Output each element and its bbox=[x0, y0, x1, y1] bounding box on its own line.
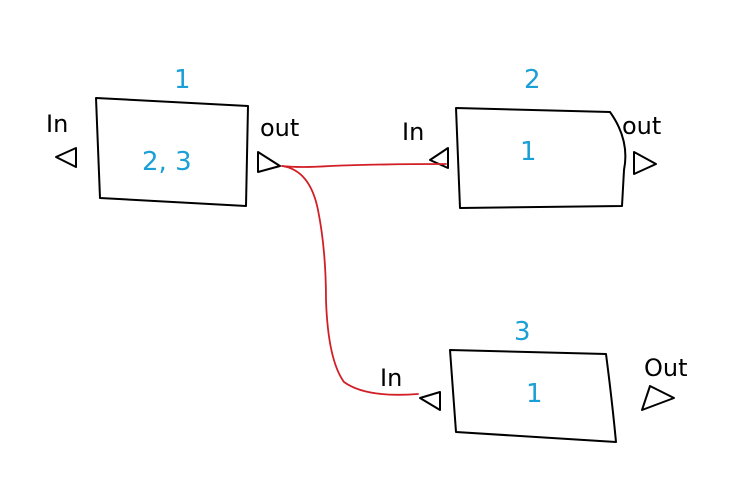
node-1-in-label: In bbox=[46, 110, 68, 138]
node-2-id-label: 2 bbox=[524, 65, 541, 95]
node-2-out-port-icon[interactable] bbox=[633, 151, 657, 175]
node-3-content-label: 1 bbox=[526, 379, 543, 409]
node-3-box bbox=[449, 349, 617, 443]
node-1-out-label: out bbox=[260, 114, 299, 142]
node-2-in-label: In bbox=[402, 118, 424, 146]
node-1-box bbox=[95, 97, 249, 207]
node-1-content-label: 2, 3 bbox=[142, 147, 192, 177]
node-3-in-label: In bbox=[380, 364, 402, 392]
node-3-out-port-icon[interactable] bbox=[641, 385, 675, 411]
connection-1-out-to-2-in[interactable] bbox=[281, 163, 447, 168]
node-1-out-port-icon[interactable] bbox=[257, 151, 281, 173]
connection-1-out-to-3-in[interactable] bbox=[281, 165, 419, 396]
node-1-in-port-icon[interactable] bbox=[55, 147, 77, 168]
node-1[interactable]: 1 2, 3 In out bbox=[46, 65, 299, 207]
node-3[interactable]: 3 1 In Out bbox=[380, 317, 688, 443]
node-2[interactable]: 2 1 In out bbox=[402, 65, 661, 209]
node-2-in-port-icon[interactable] bbox=[429, 147, 449, 169]
node-2-content-label: 1 bbox=[520, 137, 537, 167]
node-3-in-port-icon[interactable] bbox=[419, 391, 441, 411]
node-1-id-label: 1 bbox=[174, 65, 191, 95]
node-3-out-label: Out bbox=[644, 354, 688, 382]
node-2-out-label: out bbox=[622, 112, 661, 140]
node-3-id-label: 3 bbox=[514, 317, 531, 347]
node-2-box bbox=[455, 107, 627, 209]
